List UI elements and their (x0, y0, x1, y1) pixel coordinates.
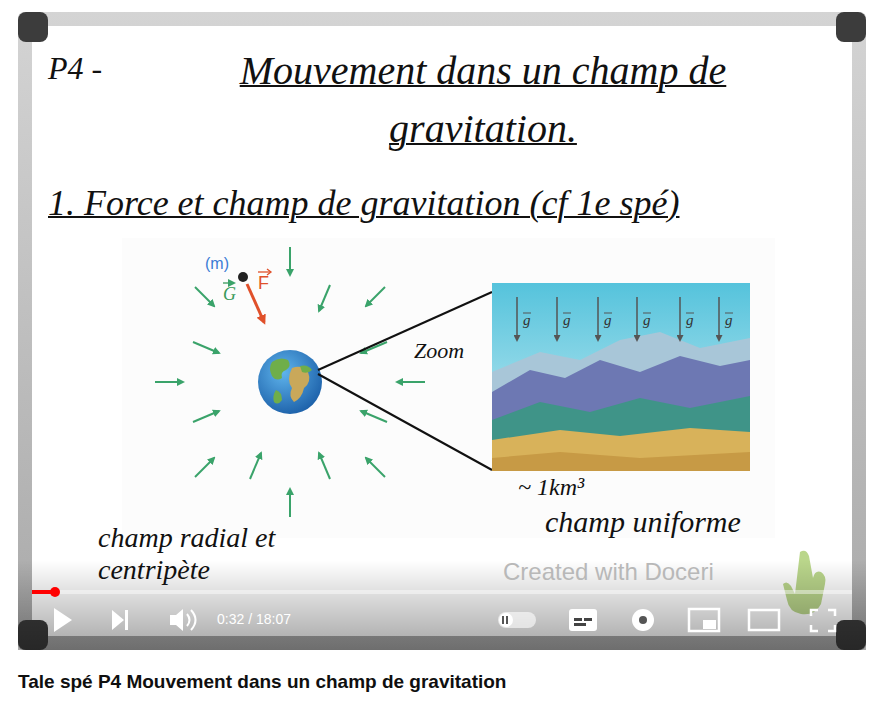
field-g-label: g (523, 312, 531, 329)
field-vector-label: G (223, 284, 236, 305)
section-heading: 1. Force et champ de gravitation (cf 1e … (48, 182, 679, 224)
field-g-label: g (686, 312, 694, 329)
field-g-label: g (563, 312, 571, 329)
field-g-label: g (725, 312, 733, 329)
watermark: Created with Doceri (503, 558, 714, 586)
video-caption: Tale spé P4 Mouvement dans un champ de g… (18, 671, 506, 693)
scale-note: ~ 1km³ (518, 474, 584, 501)
force-vector-label: F (258, 273, 269, 294)
chapter-number: P4 - (48, 50, 102, 87)
field-g-label: g (604, 312, 612, 329)
radial-field-note: champ radial et centripète (98, 522, 378, 586)
mass-label: (m) (205, 255, 229, 273)
zoom-note: Zoom (414, 338, 464, 364)
video-time: 0:32 / 18:07 (217, 611, 291, 627)
uniform-field-note: champ uniforme (545, 505, 741, 539)
board-title: Mouvement dans un champ de gravitation. (233, 42, 733, 158)
field-g-label: g (643, 312, 651, 329)
